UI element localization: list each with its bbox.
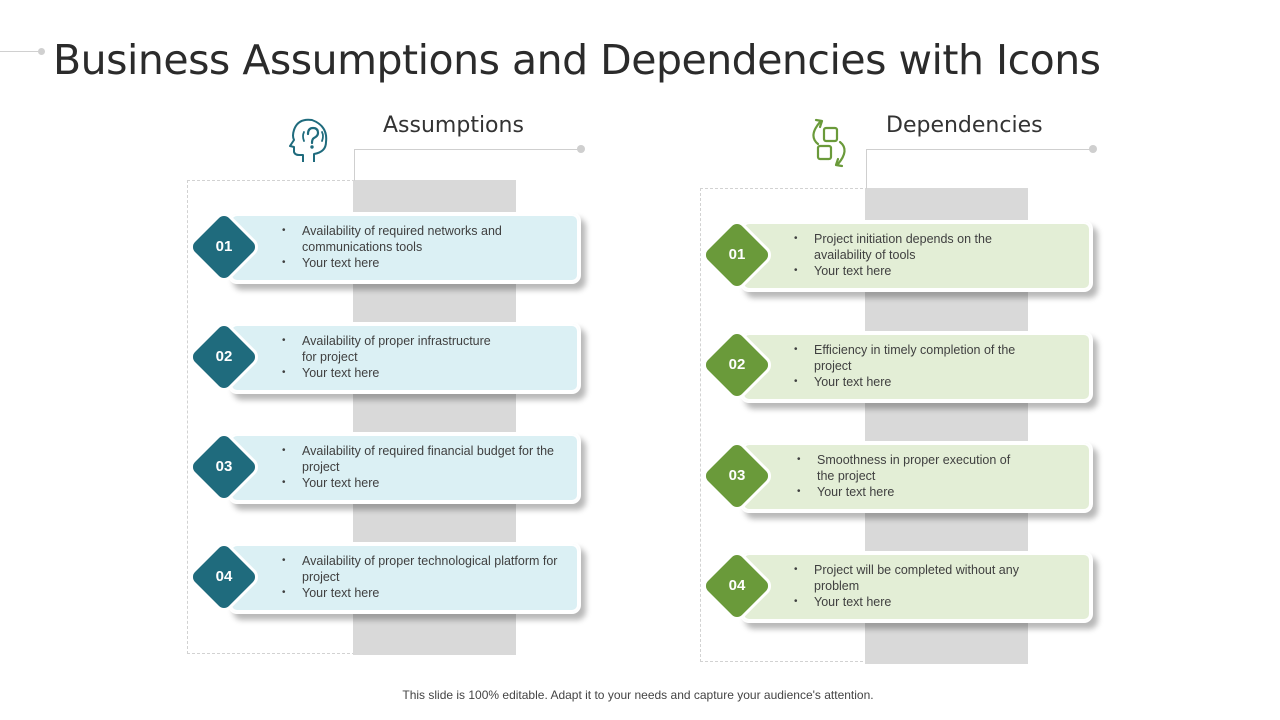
dependency-bullet: Smoothness in proper execution of the pr… [797,452,1073,484]
dependency-number: 02 [728,356,746,373]
decorative-line [0,51,42,52]
dependency-number: 01 [728,246,746,263]
dependency-card: Efficiency in timely completion of the p… [740,331,1093,403]
assumption-bullet: Availability of required financial budge… [282,443,561,475]
dependency-bullet: Your text here [794,374,1073,390]
assumption-bullet: Availability of proper technological pla… [282,553,561,585]
dependency-bullet: Project initiation depends on the availa… [794,231,1073,263]
assumption-number: 02 [215,348,233,365]
assumptions-heading: Assumptions [383,113,524,138]
dependency-card: Project initiation depends on the availa… [740,220,1093,292]
assumption-bullets: Availability of proper infrastructure fo… [282,333,561,381]
assumption-bullets: Availability of required networks and co… [282,223,561,271]
dependencies-heading: Dependencies [886,113,1043,138]
dependency-bullets: Project initiation depends on the availa… [794,231,1073,279]
assumption-bullets: Availability of required financial budge… [282,443,561,491]
dependency-bullet: Your text here [797,484,1073,500]
footer-note: This slide is 100% editable. Adapt it to… [402,688,874,702]
dependency-bullets: Smoothness in proper execution of the pr… [797,452,1073,500]
assumption-number: 04 [215,568,233,585]
decorative-dot [38,48,45,55]
linked-blocks-cycle-icon [812,118,846,168]
assumption-number: 01 [215,238,233,255]
assumption-bullet: Availability of proper infrastructure fo… [282,333,561,365]
assumption-number: 03 [215,458,233,475]
dependency-number: 04 [728,577,746,594]
page-title: Business Assumptions and Dependencies wi… [53,36,1101,84]
assumption-bullet: Your text here [282,585,561,601]
dependency-number: 03 [728,467,746,484]
assumptions-connector-dot [577,145,585,153]
assumption-bullet: Your text here [282,365,561,381]
dependency-bullet: Project will be completed without any pr… [794,562,1073,594]
assumption-bullet: Availability of required networks and co… [282,223,561,255]
assumption-bullet: Your text here [282,475,561,491]
dependencies-connector-horizontal [866,149,1092,150]
assumption-card: Availability of proper infrastructure fo… [228,322,581,394]
assumptions-dashed-frame [187,180,355,654]
assumption-card: Availability of proper technological pla… [228,542,581,614]
dependencies-connector-dot [1089,145,1097,153]
assumption-bullets: Availability of proper technological pla… [282,553,561,601]
dependency-bullet: Efficiency in timely completion of the p… [794,342,1073,374]
dependency-card: Project will be completed without any pr… [740,551,1093,623]
assumptions-connector-vertical [354,150,355,181]
dependency-bullets: Project will be completed without any pr… [794,562,1073,610]
assumption-bullet: Your text here [282,255,561,271]
assumption-card: Availability of required networks and co… [228,212,581,284]
dependencies-dashed-frame [700,188,868,662]
assumption-card: Availability of required financial budge… [228,432,581,504]
dependency-bullet: Your text here [794,263,1073,279]
dependency-card: Smoothness in proper execution of the pr… [740,441,1093,513]
assumptions-connector-horizontal [354,149,580,150]
dependencies-connector-vertical [866,150,867,189]
dependency-bullets: Efficiency in timely completion of the p… [794,342,1073,390]
head-question-icon [289,118,328,162]
dependency-bullet: Your text here [794,594,1073,610]
